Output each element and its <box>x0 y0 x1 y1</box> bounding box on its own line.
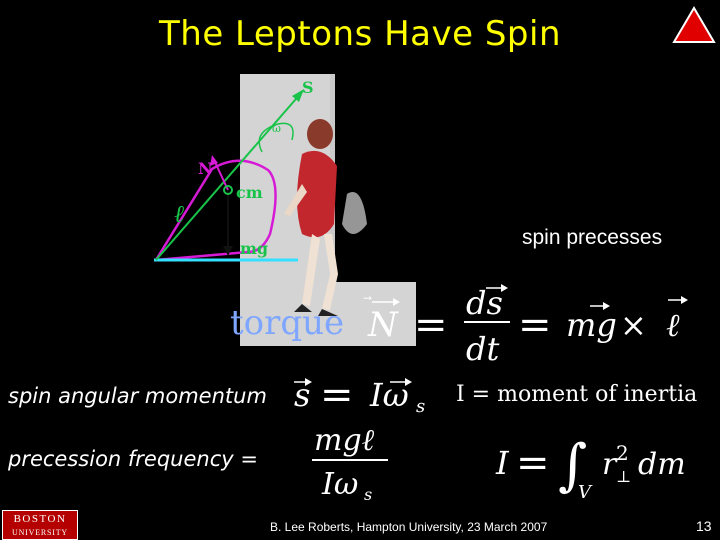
svg-text:r: r <box>602 447 618 482</box>
center-of-mass-dot <box>223 185 233 195</box>
svg-text:s: s <box>294 376 310 414</box>
precession-frequency-label: precession frequency = <box>8 447 258 471</box>
logo-line-2: UNIVERSITY <box>12 528 68 537</box>
slide-footer: B. Lee Roberts, Hampton University, 23 M… <box>270 520 548 534</box>
svg-text:⃗: ⃗ <box>363 296 372 300</box>
moment-of-inertia-label: I = moment of inertia <box>456 382 698 407</box>
svg-text:=: = <box>414 302 448 348</box>
svg-text:V: V <box>578 482 593 503</box>
svg-text:ℓ: ℓ <box>666 306 680 344</box>
precession-fraction: mgℓ Iω s <box>312 423 388 504</box>
svg-text:⊥: ⊥ <box>616 467 631 486</box>
skater-precession-figure: S ω N ℓ cm mg <box>153 74 416 346</box>
svg-text:dm: dm <box>638 447 686 482</box>
svg-text:I: I <box>495 444 510 482</box>
svg-text:=: = <box>320 372 354 418</box>
svg-text:dt: dt <box>466 330 499 366</box>
precession-path <box>153 159 277 262</box>
slide-title: The Leptons Have Spin <box>159 14 561 54</box>
svg-text:ds: ds <box>466 284 503 322</box>
svg-text:Iω: Iω <box>321 467 358 502</box>
svg-text:=: = <box>518 302 552 348</box>
svg-text:=: = <box>516 440 550 486</box>
eq-n-symbol: N <box>367 305 399 345</box>
spin-equation: s = Iω s <box>294 372 425 418</box>
logo-line-1: BOSTON <box>13 513 67 525</box>
svg-text:2: 2 <box>616 441 629 465</box>
skater-silhouette <box>284 119 367 316</box>
label-s: S <box>302 78 314 97</box>
svg-text:×: × <box>620 306 647 344</box>
boston-university-logo: BOSTON UNIVERSITY <box>2 510 78 540</box>
rotation-loop <box>258 122 294 153</box>
spin-angular-momentum-label: spin angular momentum <box>8 384 267 408</box>
spin-axis-arrow <box>155 91 303 261</box>
label-omega: ω <box>272 122 281 135</box>
spin-precesses-label: spin precesses <box>522 226 663 249</box>
svg-text:s: s <box>416 396 425 417</box>
inertia-integral: I = ∫ V r 2 ⊥ dm <box>495 433 686 503</box>
svg-text:s: s <box>364 485 372 504</box>
red-triangle-nav-icon[interactable] <box>672 6 716 46</box>
page-number: 13 <box>696 518 712 534</box>
svg-text:mgℓ: mgℓ <box>314 423 375 458</box>
torque-word: torque <box>230 303 344 343</box>
svg-text:mg: mg <box>566 306 617 344</box>
svg-text:∫: ∫ <box>558 433 587 498</box>
torque-arrow <box>213 159 229 191</box>
torque-equation: torque N ⃗ = ds dt = mg × ℓ <box>230 284 688 366</box>
label-n: N <box>198 159 213 178</box>
label-ell: ℓ <box>174 200 184 228</box>
label-cm: cm <box>236 183 263 202</box>
label-mg: mg <box>240 239 268 258</box>
